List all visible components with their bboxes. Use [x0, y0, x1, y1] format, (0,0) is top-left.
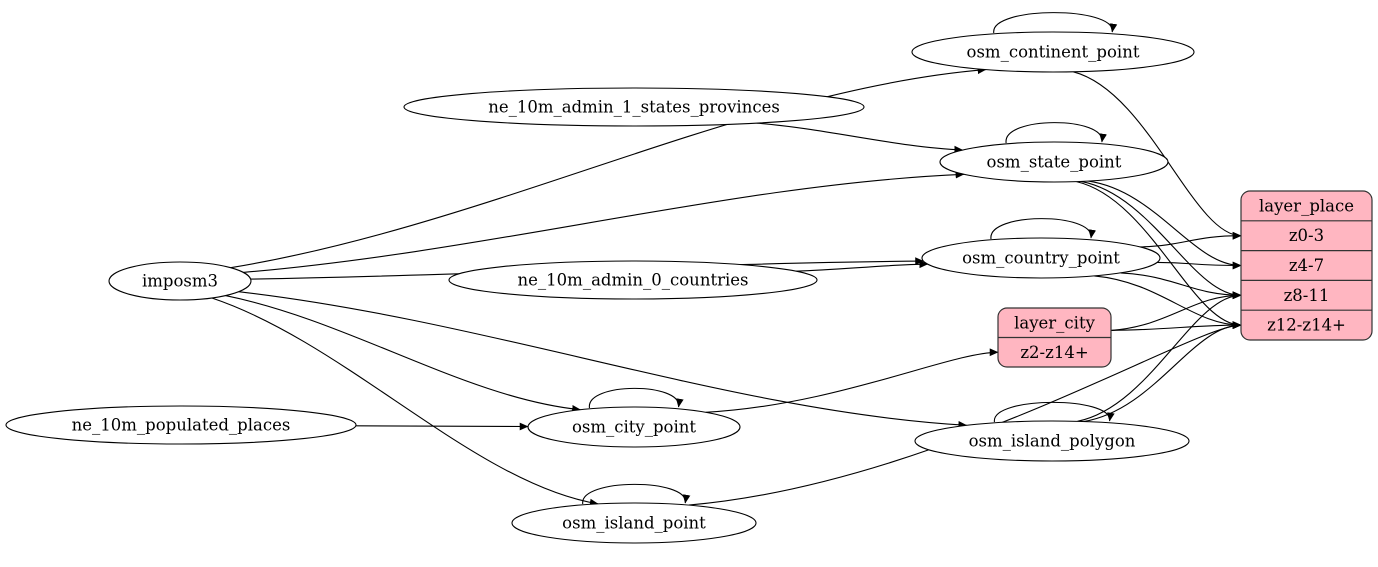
node-label: osm_city_point — [572, 418, 696, 437]
node-ne_10m_populated_places[interactable]: ne_10m_populated_places — [5, 405, 357, 445]
node-label: osm_island_point — [562, 514, 706, 533]
node-layer: imposm3 ne_10m_admin_1_states_provincesne… — [5, 31, 1373, 544]
edge-osm_country_point-to-layer_place_z0-3 — [1140, 231, 1242, 248]
node-shape — [527, 406, 741, 448]
record-row-z0-3: z0-3 — [1289, 226, 1324, 245]
node-shape — [511, 502, 757, 544]
node-shape — [921, 237, 1161, 279]
edge-imposm3-to-osm_state_point — [243, 170, 965, 273]
node-shape — [911, 31, 1195, 73]
edge-osm_island_point-to-layer_place_z12-z14_ — [688, 321, 1242, 506]
record-row-z12-z14+: z12-z14+ — [1267, 316, 1346, 335]
edge-imposm3-to-osm_island_point — [211, 297, 599, 507]
record-node-layer_place[interactable]: layer_place z0-3 z4-7 z8-11 z12-z14+ — [1240, 190, 1373, 341]
edge-layer_city-to-layer_place_z8-11 — [1110, 291, 1242, 331]
node-osm_island_polygon[interactable]: osm_island_polygon — [914, 420, 1190, 462]
edge-osm_country_point-to-layer_place_z12-z14_ — [1094, 275, 1242, 329]
node-ne_10m_admin_0_countries[interactable]: ne_10m_admin_0_countries — [448, 260, 818, 300]
record-node-layer_city[interactable]: layer_city z2-z14+ — [997, 307, 1112, 368]
node-shape — [914, 420, 1190, 462]
node-label: ne_10m_populated_places — [72, 416, 291, 435]
node-shape — [939, 141, 1169, 183]
record-body — [1240, 190, 1373, 341]
edge-layer_city-to-layer_place_z12-z14_ — [1110, 321, 1242, 331]
node-label: imposm3 — [142, 272, 218, 291]
self-loop-osm_continent_point — [993, 12, 1118, 34]
node-imposm3[interactable]: imposm3 — [108, 261, 252, 301]
node-label: osm_continent_point — [967, 43, 1140, 62]
record-row-z4-7: z4-7 — [1289, 256, 1324, 275]
self-loop-osm_country_point — [990, 218, 1097, 240]
node-osm_state_point[interactable]: osm_state_point — [939, 141, 1169, 183]
edge-imposm3-to-osm_city_point — [225, 295, 581, 413]
edge-osm_city_point-to-layer_city_z2-z14_ — [705, 348, 999, 413]
node-shape — [108, 261, 252, 301]
node-ne_10m_admin_1_states_provinces[interactable]: ne_10m_admin_1_states_provinces — [403, 87, 865, 127]
node-osm_country_point[interactable]: osm_country_point — [921, 237, 1161, 279]
record-title: layer_place — [1259, 196, 1354, 215]
edge-osm_country_point-to-layer_place_z8-11 — [1120, 272, 1242, 300]
node-label: osm_island_polygon — [969, 432, 1136, 451]
node-shape — [5, 405, 357, 445]
edge-osm_state_point-to-layer_place_z4-7 — [1088, 180, 1242, 270]
record-row-z8-11: z8-11 — [1284, 286, 1330, 305]
edge-osm_state_point-to-layer_place_z12-z14_ — [1076, 181, 1242, 329]
record-row-z2-z14+: z2-z14+ — [1020, 343, 1088, 362]
node-osm_island_point[interactable]: osm_island_point — [511, 502, 757, 544]
self-loop-osm_state_point — [1005, 122, 1107, 144]
edge-imposm3-to-osm_island_polygon — [238, 291, 968, 429]
node-label: osm_state_point — [987, 153, 1122, 172]
edge-ne_10m_populated_places-to-osm_city_point — [355, 422, 529, 431]
node-shape — [403, 87, 865, 127]
node-osm_continent_point[interactable]: osm_continent_point — [911, 31, 1195, 73]
node-shape — [448, 260, 818, 300]
node-label: ne_10m_admin_0_countries — [518, 271, 749, 290]
node-osm_city_point[interactable]: osm_city_point — [527, 406, 741, 448]
edge-ne_10m_admin_1_states_provinces-to-osm_state_point — [756, 122, 964, 154]
self-loop-osm_city_point — [588, 387, 684, 409]
record-title: layer_city — [1014, 313, 1095, 332]
edge-ne_10m_admin_0_countries-to-osm_country_point — [796, 260, 929, 272]
edge-osm_island_polygon-to-layer_place_z8-11 — [1077, 291, 1242, 422]
self-loop-osm_island_point — [582, 483, 691, 505]
edge-imposm3-to-osm_continent_point — [230, 66, 987, 269]
node-label: ne_10m_admin_1_states_provinces — [488, 98, 780, 117]
edge-layer — [211, 12, 1242, 507]
edge-osm_state_point-to-layer_place_z8-11 — [1081, 180, 1242, 300]
node-label: osm_country_point — [962, 249, 1120, 268]
edge-osm_country_point-to-layer_place_z4-7 — [1157, 261, 1242, 270]
